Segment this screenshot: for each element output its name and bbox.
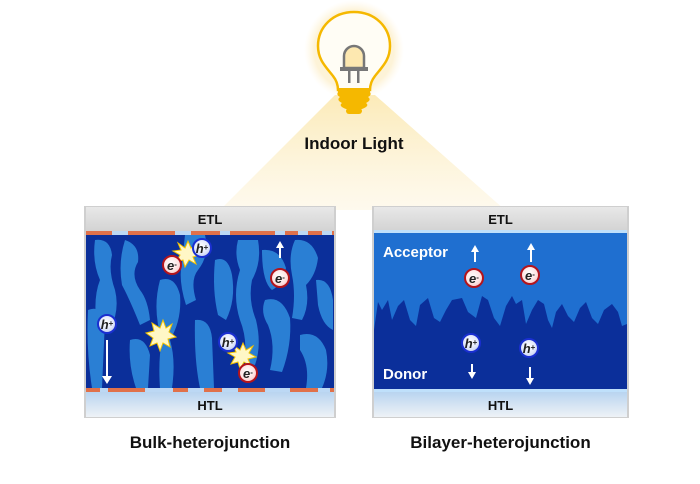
exciton-burst-icon: [226, 341, 258, 371]
hole: h+: [461, 333, 481, 353]
donor-label: Donor: [383, 366, 428, 383]
carrier-symbol: e: [275, 270, 283, 286]
htl-layer: [86, 392, 334, 417]
bilayer-heterojunction-caption: Bilayer-heterojunction: [410, 433, 591, 452]
carrier-symbol: h: [221, 334, 230, 350]
hole: h+: [519, 338, 539, 358]
diagram-title: Indoor Light: [304, 134, 404, 153]
htl-layer: [374, 392, 627, 417]
etl-label: ETL: [197, 212, 223, 227]
hole: h+: [97, 314, 117, 334]
light-cone: [220, 95, 505, 210]
etl-label: ETL: [488, 212, 513, 227]
carrier-charge: +: [229, 336, 235, 346]
electron: e-: [162, 255, 182, 275]
hole: h+: [218, 332, 238, 352]
carrier-symbol: h: [464, 335, 473, 351]
hole: h+: [192, 238, 212, 258]
electron: e-: [270, 268, 290, 288]
bilayer-panel: [372, 206, 629, 418]
bulk-panel: [84, 206, 336, 418]
bulk-heterojunction-caption: Bulk-heterojunction: [129, 433, 291, 452]
carrier-charge: -: [250, 367, 253, 377]
carrier-symbol: e: [243, 365, 251, 381]
arrow-down-icon: [526, 367, 534, 385]
light-bulb-icon: [316, 10, 392, 114]
carrier-charge: -: [532, 269, 535, 279]
htl-label: HTL: [487, 398, 514, 413]
carrier-charge: -: [476, 272, 479, 282]
exciton-burst-icon: [144, 318, 178, 353]
donor-layer: [374, 296, 627, 390]
carrier-symbol: e: [525, 267, 533, 283]
carrier-symbol: h: [100, 316, 109, 332]
etl-layer: [86, 207, 334, 232]
carrier-charge: +: [530, 342, 536, 352]
arrow-up-icon: [527, 243, 535, 262]
acceptor-label: Acceptor: [383, 244, 449, 261]
htl-label: HTL: [197, 398, 223, 413]
carrier-charge: +: [472, 337, 478, 347]
arrow-up-icon: [276, 241, 284, 258]
carrier-charge: +: [108, 318, 114, 328]
carrier-symbol: e: [469, 270, 477, 286]
electron: e-: [238, 363, 258, 383]
electron: e-: [464, 268, 484, 288]
arrow-down-icon: [468, 364, 476, 379]
carrier-symbol: h: [195, 240, 204, 256]
carrier-charge: -: [174, 259, 177, 269]
arrow-up-icon: [471, 245, 479, 262]
carrier-charge: -: [282, 272, 285, 282]
arrow-down-icon: [102, 340, 112, 384]
carrier-charge: +: [203, 242, 209, 252]
carrier-symbol: e: [167, 257, 175, 273]
electron: e-: [520, 265, 540, 285]
etl-layer: [374, 207, 627, 232]
carrier-symbol: h: [522, 340, 531, 356]
